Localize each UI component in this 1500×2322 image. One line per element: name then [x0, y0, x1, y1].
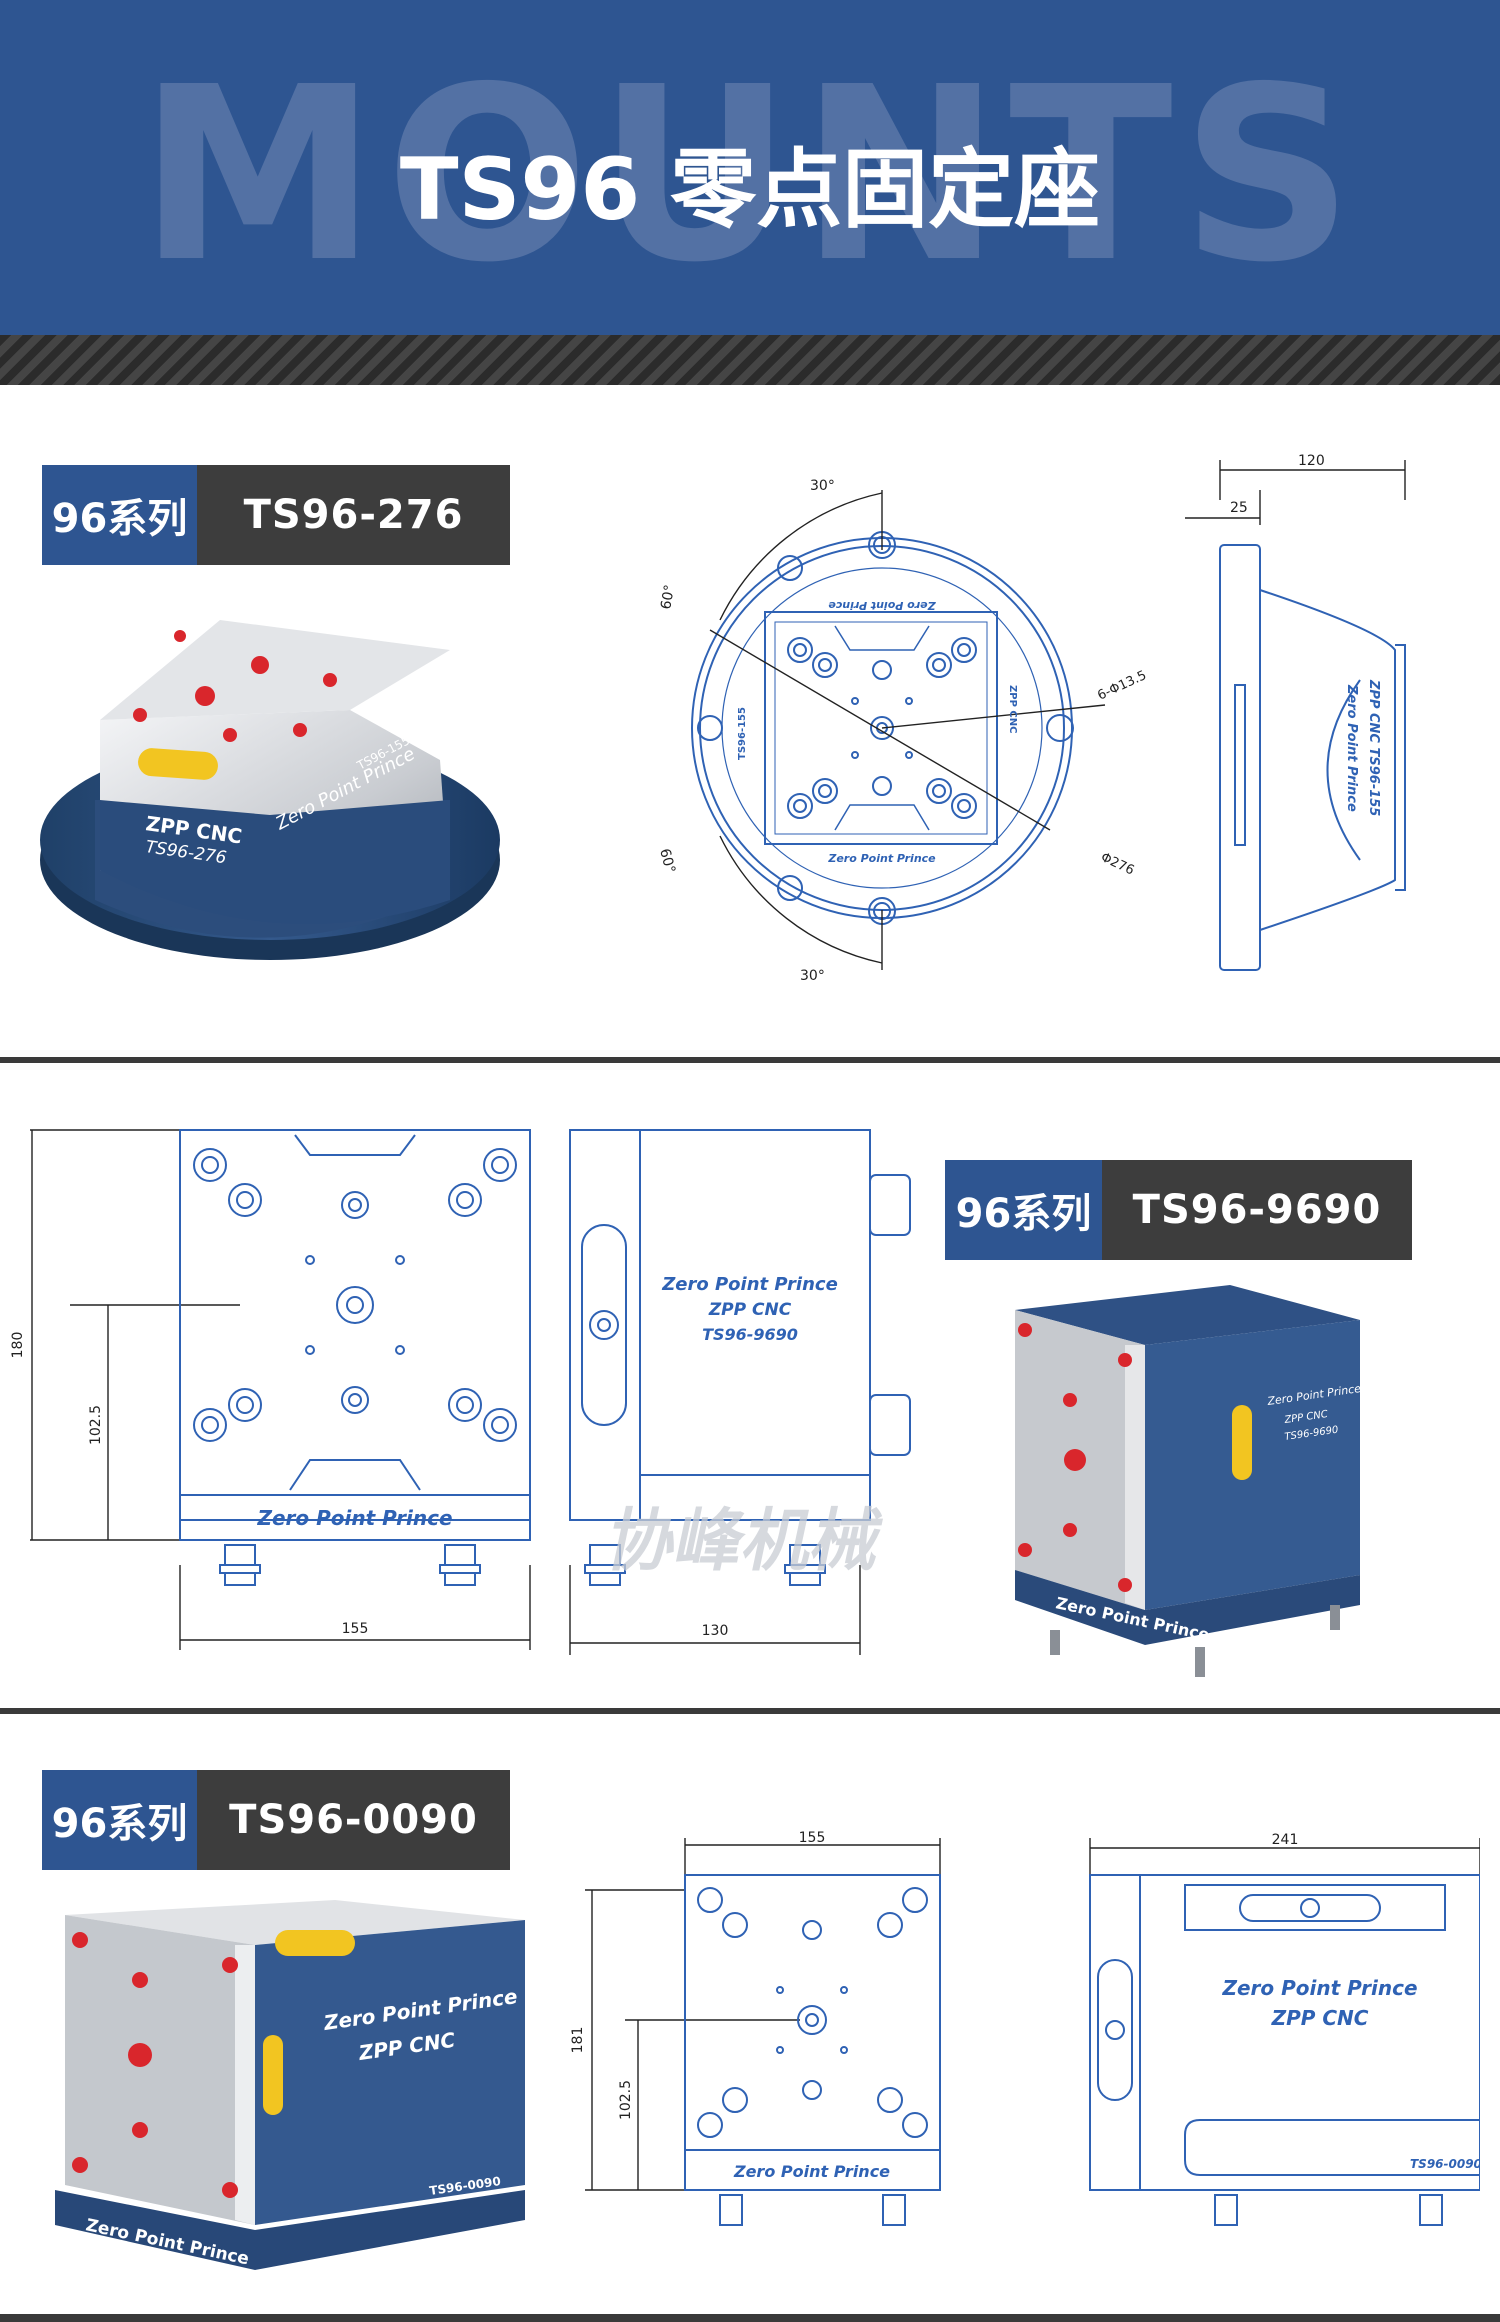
side-label: TS96-9690	[702, 1325, 798, 1344]
drawing-ts96-0090-front: 155 181 102.5 Zero Point Prince	[570, 1830, 941, 2226]
drawing-ts96-9690-side: 130 Zero Point Prince ZPP CNC TS96-9690	[569, 1129, 911, 1655]
holes-label: 6-Φ13.5	[1095, 668, 1149, 704]
dim-label: 241	[1272, 1832, 1299, 1848]
series-label: 96系列	[42, 1770, 197, 1870]
side-label: ZPP CNC TS96-155	[1366, 679, 1381, 816]
plate-label: Zero Point Prince	[733, 2162, 890, 2181]
angle-label: 30°	[810, 478, 835, 494]
angle-label: 60°	[656, 847, 678, 875]
series-tag-1: 96系列 TS96-276	[42, 465, 510, 565]
side-label: ZPP CNC	[708, 1300, 792, 1320]
plate-label: Zero Point Prince	[256, 1506, 452, 1530]
dim-label: 130	[702, 1623, 729, 1639]
side-label: TS96-0090	[1410, 2157, 1480, 2171]
angle-label: 30°	[800, 968, 825, 984]
product-photo-ts96-9690: Zero Point Prince ZPP CNC TS96-9690 Zero…	[1015, 1285, 1362, 1677]
watermark: 协峰机械	[600, 1502, 889, 1581]
plate-label: Zero Point Prince	[827, 852, 936, 865]
dim-label: 155	[799, 1830, 826, 1846]
header-background-word: MOUNTS	[138, 35, 1362, 315]
model-label: TS96-276	[197, 465, 510, 565]
side-label: Zero Point Prince	[1344, 684, 1359, 812]
model-label: TS96-0090	[197, 1770, 510, 1870]
section-divider	[0, 1708, 1500, 1714]
series-tag-2: 96系列 TS96-9690	[945, 1160, 1412, 1260]
dim-label: 155	[342, 1621, 369, 1637]
header-stripe	[0, 335, 1500, 385]
side-label: ZPP CNC	[1271, 2006, 1369, 2030]
side-label: Zero Point Prince	[1221, 1976, 1417, 2000]
series-label: 96系列	[945, 1160, 1102, 1260]
model-label: TS96-9690	[1102, 1160, 1412, 1260]
product-photo-ts96-0090: Zero Point Prince ZPP CNC TS96-0090 Zero…	[55, 1900, 525, 2270]
diameter-label: Φ276	[1098, 850, 1136, 878]
drawing-ts96-276-side: 120 25 ZPP CNC TS96-155 Zero Point Princ…	[1185, 453, 1406, 971]
angle-label: 60°	[658, 583, 678, 610]
plate-label: Zero Point Prince	[828, 599, 937, 612]
section-divider	[0, 2314, 1500, 2322]
dim-label: 120	[1298, 453, 1325, 469]
dim-label: 180	[10, 1332, 26, 1359]
product-photo-ts96-276: ZPP CNC TS96-276 Zero Point Prince TS96-…	[40, 620, 500, 960]
series-label: 96系列	[42, 465, 197, 565]
header-banner: MOUNTS TS96 零点固定座	[0, 0, 1500, 335]
dim-label: 102.5	[618, 2080, 634, 2120]
series-tag-3: 96系列 TS96-0090	[42, 1770, 510, 1870]
drawing-ts96-276-top: 30° 60° 60° 30° 6-Φ13.5 Φ276 Zero Point …	[656, 478, 1149, 984]
dim-label: 25	[1230, 500, 1248, 516]
plate-label: ZPP CNC	[1007, 685, 1018, 733]
drawing-ts96-0090-side: 241 Zero Point Prince ZPP CNC TS96-0090	[1089, 1832, 1480, 2226]
plate-label: TS96-155	[737, 707, 748, 760]
dim-label: 181	[570, 2027, 586, 2054]
page-title: TS96 零点固定座	[399, 140, 1101, 240]
side-label: Zero Point Prince	[661, 1274, 838, 1295]
drawing-ts96-9690-front: 180 102.5 155 Zero Point Prince	[10, 1129, 531, 1650]
dim-label: 102.5	[88, 1405, 104, 1445]
section-divider	[0, 1057, 1500, 1063]
